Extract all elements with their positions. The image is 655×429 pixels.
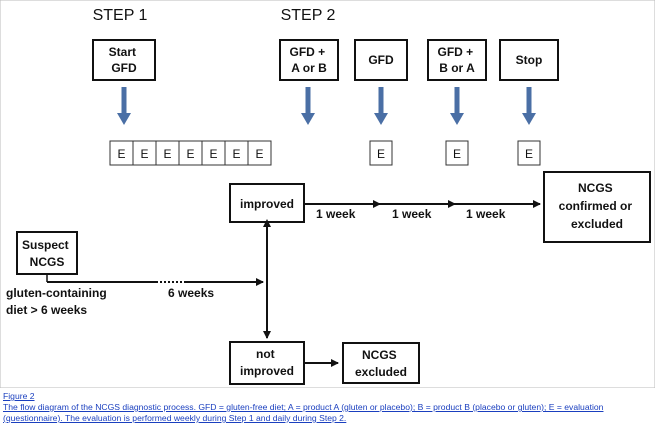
daily-evaluation-gfd-ba: E (445, 140, 469, 166)
caption-title[interactable]: Figure 2 (3, 391, 35, 401)
step1-heading: STEP 1 (93, 7, 148, 24)
svg-text:NCGS excluded: NCGS excluded (355, 348, 407, 379)
svg-text:Start GFD: Start GFD (109, 45, 140, 75)
daily-evaluation-stop: E (517, 140, 541, 166)
weekly-evaluation-box: E (155, 140, 180, 166)
start-gfd-box: Start GFD (92, 39, 156, 81)
week1-label: 1 week (316, 207, 356, 221)
six-weeks-label: 6 weeks (168, 286, 214, 300)
weekly-evaluation-box: E (178, 140, 203, 166)
caption-text[interactable]: The flow diagram of the NCGS diagnostic … (3, 402, 604, 423)
week3-label: 1 week (466, 207, 506, 221)
svg-text:not improved: not improved (240, 347, 294, 378)
svg-text:E: E (209, 147, 217, 161)
gfd-a-or-b-box: GFD + A or B (279, 39, 339, 81)
ncgs-confirmed-box: NCGS confirmed or excluded (543, 171, 651, 243)
down-arrows (117, 87, 536, 125)
week2-label: 1 week (392, 207, 432, 221)
down-arrow-stop (522, 87, 536, 125)
svg-text:E: E (117, 147, 125, 161)
svg-text:E: E (163, 147, 171, 161)
ncgs-flow-diagram: STEP 1 STEP 2 Start GFD GFD + A or B GFD… (0, 0, 655, 388)
weekly-evaluation-box: E (247, 140, 272, 166)
svg-text:E: E (186, 147, 194, 161)
svg-text:improved: improved (240, 197, 294, 211)
step2-heading: STEP 2 (281, 7, 336, 24)
gfd-b-or-a-box: GFD + B or A (427, 39, 487, 81)
suspect-ncgs-box: Suspect NCGS (16, 231, 78, 275)
not-improved-box: not improved (229, 341, 305, 385)
weekly-evaluation-box: E (224, 140, 249, 166)
gluten-diet-label: gluten-containing diet > 6 weeks (6, 286, 110, 317)
down-arrow-gfd-ba (450, 87, 464, 125)
down-arrow-gfd (374, 87, 388, 125)
svg-text:E: E (525, 147, 533, 161)
svg-text:E: E (255, 147, 263, 161)
weekly-evaluation-box: E (132, 140, 157, 166)
svg-text:Stop: Stop (516, 53, 543, 67)
ncgs-excluded-box: NCGS excluded (342, 342, 420, 384)
down-arrow-gfd-ab (301, 87, 315, 125)
svg-text:GFD + A or B: GFD + A or B (289, 45, 328, 75)
svg-text:GFD + B or A: GFD + B or A (437, 45, 476, 75)
svg-text:E: E (232, 147, 240, 161)
svg-text:Suspect NCGS: Suspect NCGS (22, 238, 72, 269)
improved-box: improved (229, 183, 305, 223)
daily-evaluation-gfd-ab: E (369, 140, 393, 166)
svg-text:NCGS confirmed or: NCGS confirmed or excluded (559, 181, 636, 231)
diet-timeline (46, 274, 264, 286)
svg-text:E: E (377, 147, 385, 161)
svg-text:GFD: GFD (368, 53, 394, 67)
figure-caption: Figure 2 The flow diagram of the NCGS di… (3, 391, 653, 424)
stop-box: Stop (499, 39, 559, 81)
gfd-box: GFD (354, 39, 408, 81)
weekly-evaluation-box: E (109, 140, 134, 166)
weekly-evaluation-box: E (201, 140, 226, 166)
svg-text:E: E (453, 147, 461, 161)
svg-text:E: E (140, 147, 148, 161)
down-arrow-step1 (117, 87, 131, 125)
